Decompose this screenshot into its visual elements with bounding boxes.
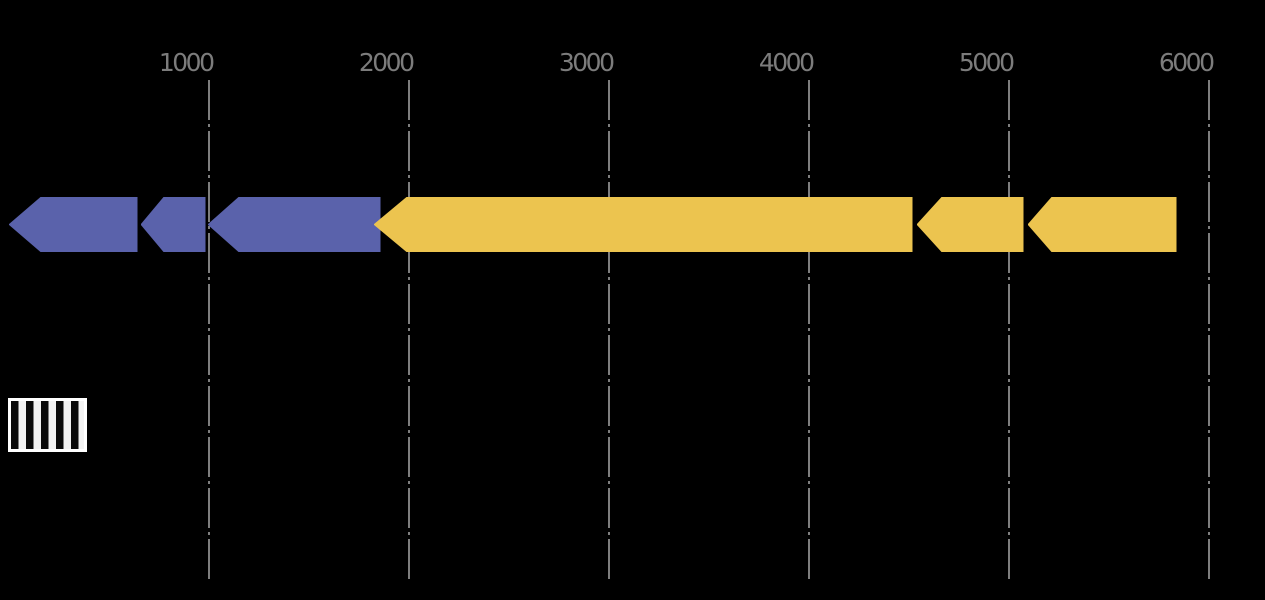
gene-1-arrow [8,197,138,252]
legend-hatch-swatch [8,398,87,452]
gridline-2000 [407,80,410,579]
gridline-1000 [207,80,210,579]
gene-6-arrow [1027,197,1177,252]
tick-label-5000: 5000 [958,48,1015,77]
gene-4-arrow [373,197,913,252]
tick-label-1000: 1000 [158,48,215,77]
gridline-3000 [607,80,610,579]
gene-5-arrow [916,197,1024,252]
tick-label-6000: 6000 [1158,48,1215,77]
tick-label-3000: 3000 [558,48,615,77]
gene-2-arrow [140,197,206,252]
gene-3-arrow [207,197,381,252]
gridline-5000 [1007,80,1010,579]
gridline-4000 [807,80,810,579]
tick-label-4000: 4000 [758,48,815,77]
tick-label-2000: 2000 [358,48,415,77]
gridline-6000 [1207,80,1210,579]
